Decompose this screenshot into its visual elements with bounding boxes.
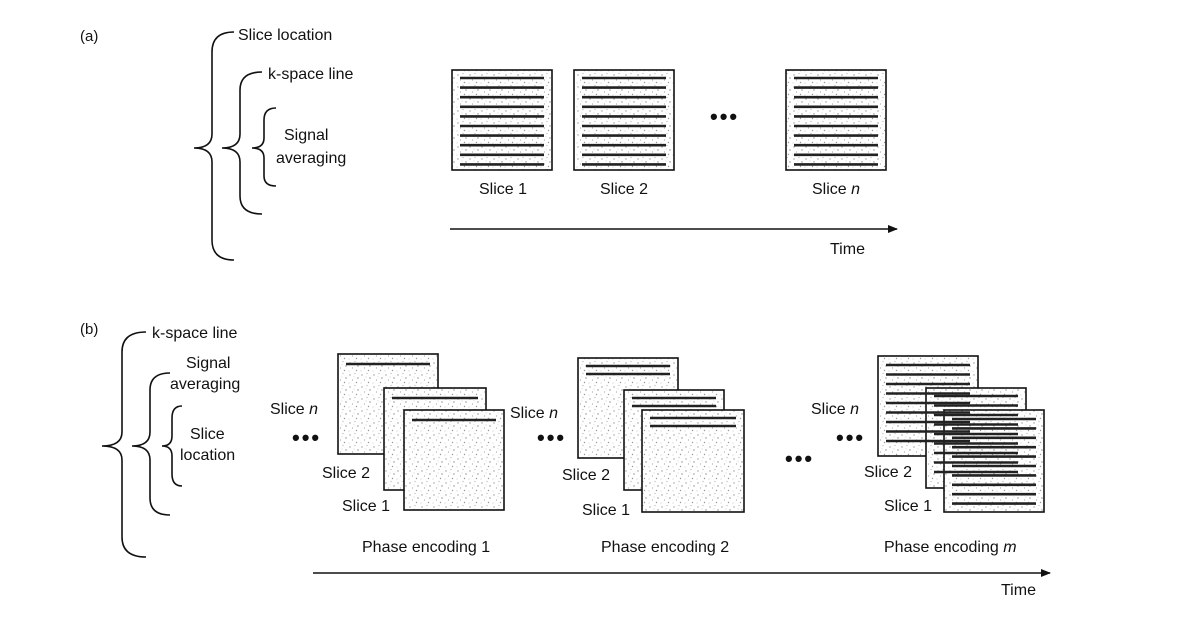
slice-caption-2: Slice 2	[600, 181, 648, 198]
stack-label-slice-n: Slice n	[811, 401, 859, 418]
brace-inner-b	[161, 405, 183, 487]
phase-encoding-group-1: ••• Slice n Slice 2 Slice 1 Phase encodi…	[270, 353, 505, 556]
phase-encoding-group-2: ••• Slice n Slice 2 Slice 1 Phase encodi…	[510, 357, 745, 556]
brace-middle-a	[221, 71, 263, 215]
panel-b: (b) k-space line Signal averaging Slice …	[80, 321, 1051, 599]
slice-image-1	[451, 69, 553, 171]
stack-label-slice-n: Slice n	[270, 401, 318, 418]
stack-label-slice-2: Slice 2	[562, 467, 610, 484]
loop-label-kspace-line: k-space line	[268, 66, 353, 83]
stack-label-slice-2: Slice 2	[322, 465, 370, 482]
ellipsis-b-1: •••	[292, 425, 321, 450]
stack-label-slice-2: Slice 2	[864, 464, 912, 481]
loop-label-slice-location: Slice location	[238, 27, 332, 44]
panel-a: (a) Slice location k-space line Signal a…	[80, 27, 898, 261]
ellipsis-a: •••	[710, 104, 739, 129]
loop-label-slice-b: Slice	[190, 426, 225, 443]
loop-label-signal: Signal	[284, 127, 328, 144]
time-label-a: Time	[830, 241, 865, 258]
loop-label-averaging-b: averaging	[170, 376, 240, 393]
ellipsis-b-mid: •••	[785, 446, 814, 471]
brace-inner-a	[251, 107, 277, 187]
stack-label-slice-n: Slice n	[510, 405, 558, 422]
slice-image-2	[573, 69, 675, 171]
phase-encoding-title-m: Phase encoding m	[884, 539, 1017, 556]
phase-encoding-title-1: Phase encoding 1	[362, 539, 490, 556]
stack-label-slice-1: Slice 1	[342, 498, 390, 515]
brace-middle-b	[131, 372, 171, 516]
loop-label-location-b: location	[180, 447, 235, 464]
time-label-b: Time	[1001, 582, 1036, 599]
slice-caption-n: Slice n	[812, 181, 860, 198]
brace-outer-b	[101, 331, 147, 558]
phase-encoding-title-2: Phase encoding 2	[601, 539, 729, 556]
stack-label-slice-1: Slice 1	[582, 502, 630, 519]
loop-label-kspace-line-b: k-space line	[152, 325, 237, 342]
slice-caption-1: Slice 1	[479, 181, 527, 198]
ellipsis-b-3: •••	[836, 425, 865, 450]
stack-label-slice-1: Slice 1	[884, 498, 932, 515]
ellipsis-b-2: •••	[537, 425, 566, 450]
slice-image-n	[785, 69, 887, 171]
loop-label-averaging: averaging	[276, 150, 346, 167]
phase-encoding-group-m: ••• Slice n Slice 2 Slice 1 Phase encodi…	[811, 355, 1045, 556]
loop-label-signal-b: Signal	[186, 355, 230, 372]
panel-a-tag: (a)	[80, 28, 98, 45]
stack-frame-front	[403, 409, 505, 511]
panel-b-tag: (b)	[80, 321, 98, 338]
brace-outer-a	[193, 31, 235, 261]
